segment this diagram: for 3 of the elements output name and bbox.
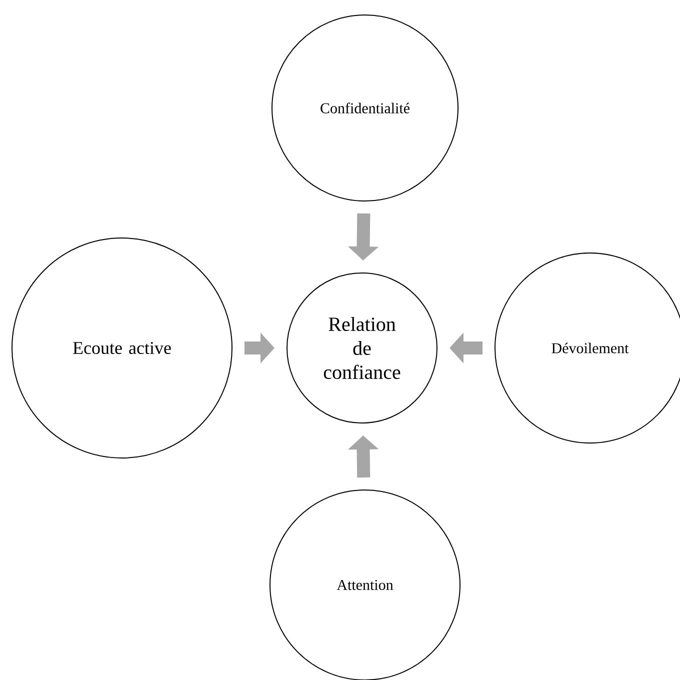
circle-node: Confidentialité bbox=[272, 14, 458, 202]
circle-node: Relation de confiance bbox=[286, 272, 438, 424]
circle-node: Ecoute active bbox=[12, 238, 232, 458]
